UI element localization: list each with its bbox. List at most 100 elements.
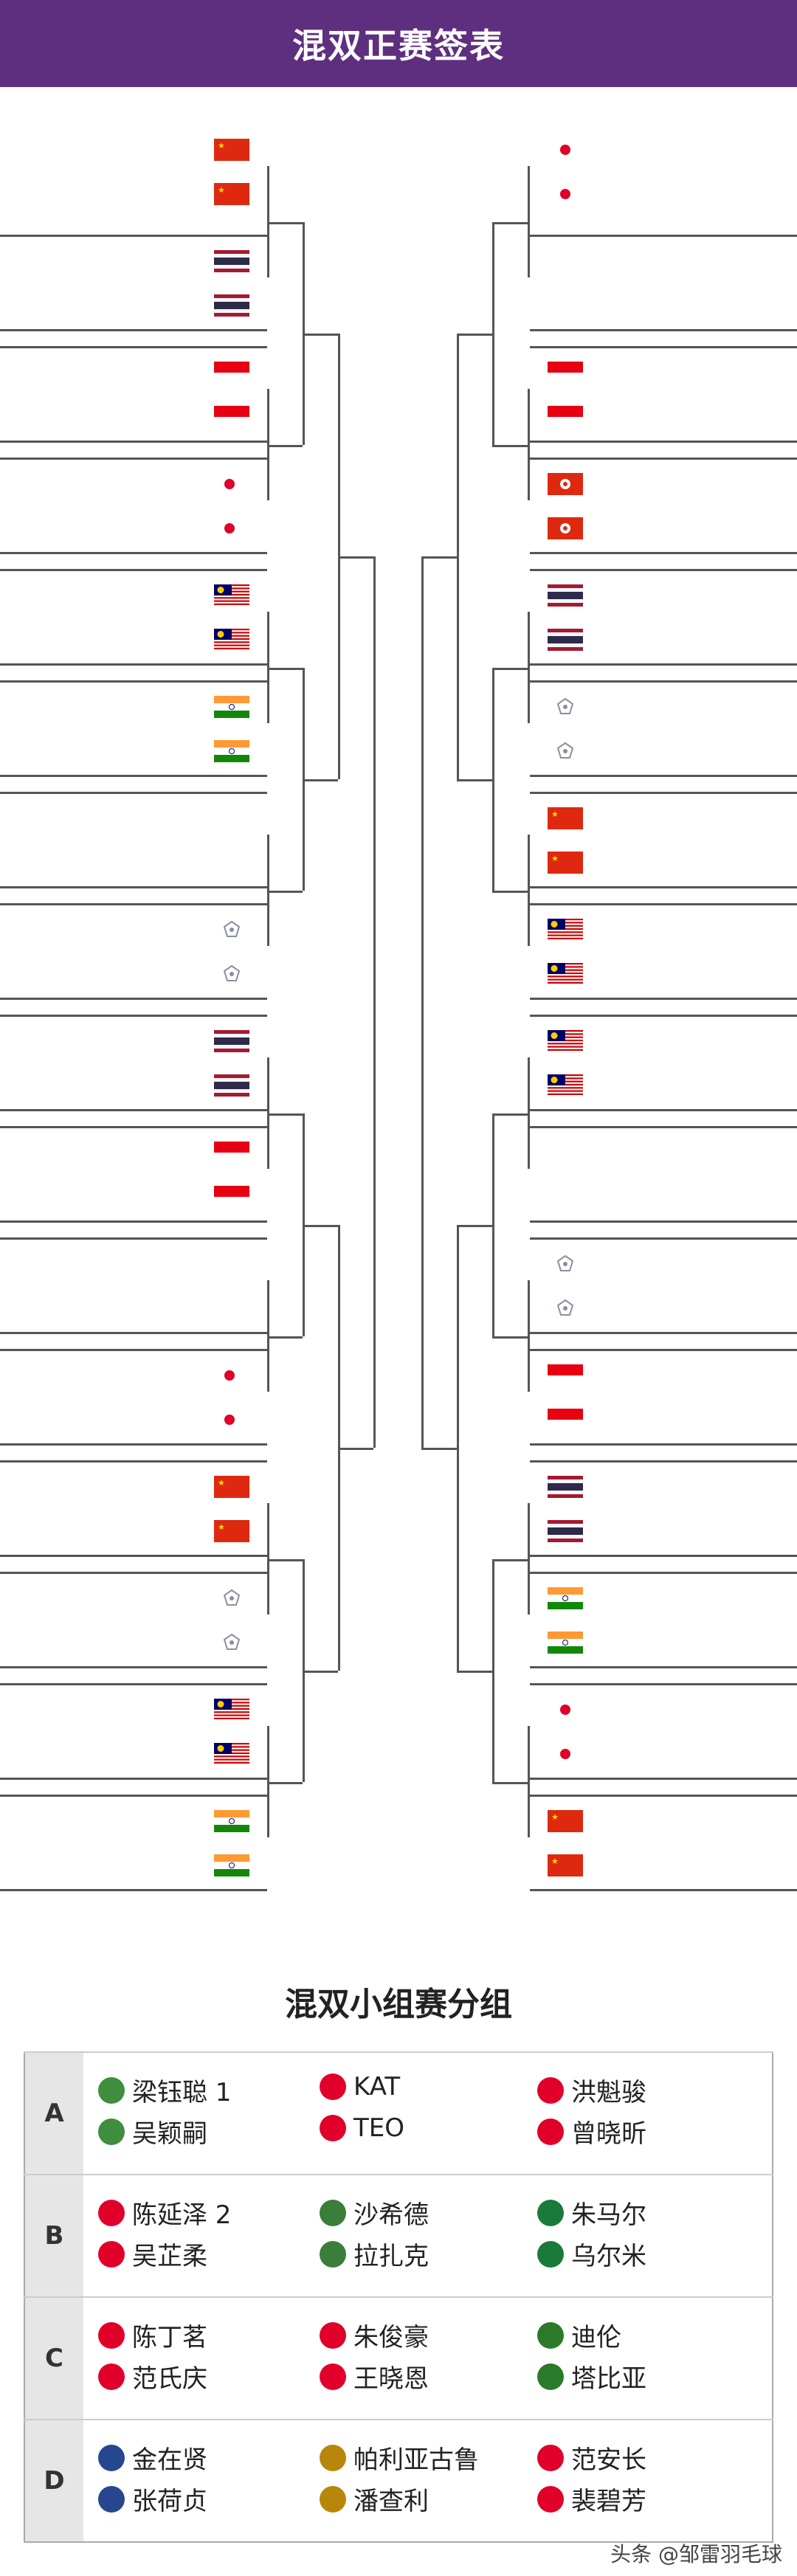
bracket-line — [0, 441, 267, 443]
japan-flag-icon — [224, 479, 235, 489]
bracket-line — [303, 333, 338, 336]
tha-flag-icon — [548, 1520, 583, 1542]
bracket-line — [528, 835, 530, 946]
country-flag-icon — [320, 2115, 346, 2141]
bracket-line — [530, 346, 797, 348]
group-pairs: 金在贤张荷贞帕利亚古鲁潘查利范安长裴碧芳 — [83, 2419, 773, 2542]
bracket-line — [303, 1224, 338, 1227]
group-player: 范氏庆 — [98, 2358, 207, 2394]
bracket-line — [530, 441, 797, 443]
ina-flag-icon — [548, 1409, 583, 1431]
country-flag-icon — [537, 2321, 564, 2349]
svg-text:★: ★ — [218, 1478, 225, 1488]
group-player-name: 金在贤 — [132, 2445, 207, 2475]
group-player: 梁钰聪 1 — [98, 2072, 231, 2108]
japan-flag-icon — [560, 189, 570, 199]
group-player: 范安长 — [537, 2439, 646, 2476]
japan-flag-icon — [560, 1705, 570, 1715]
svg-text:★: ★ — [218, 1522, 225, 1532]
group-label: B — [24, 2174, 83, 2297]
bracket-line — [530, 1666, 797, 1668]
mas-flag-icon — [214, 1743, 249, 1765]
bracket-line — [492, 221, 494, 445]
group-player: 吴颖嗣 — [98, 2113, 207, 2149]
bracket-line — [267, 1558, 303, 1561]
group-player-name: 梁钰聪 1 — [132, 2078, 232, 2107]
groups-title: 混双小组赛分组 — [285, 1986, 512, 2023]
country-flag-icon — [537, 2485, 564, 2513]
bracket-line — [267, 1781, 303, 1784]
ind-flag-icon — [548, 1587, 583, 1609]
bracket-line — [0, 1237, 267, 1240]
bracket-line — [530, 569, 797, 571]
bracket-line — [267, 667, 303, 670]
bracket-line — [530, 680, 797, 683]
group-label: D — [24, 2419, 83, 2542]
tha-flag-icon — [214, 250, 249, 272]
ind-flag-icon — [214, 1810, 249, 1832]
bracket-line — [0, 346, 267, 348]
group-player-name: 拉扎克 — [353, 2242, 429, 2271]
group-player-name: 迪伦 — [571, 2323, 621, 2352]
tpe-flag-icon — [214, 1631, 249, 1654]
footer-credit: 头条 @邹雷羽毛球 — [610, 2542, 782, 2566]
group-player: 帕利亚古鲁 — [320, 2439, 479, 2476]
country-flag-icon — [320, 2240, 346, 2268]
tha-flag-icon — [548, 584, 583, 607]
group-player: 朱马尔 — [537, 2195, 646, 2231]
bracket-line — [530, 1555, 797, 1557]
bracket-line — [0, 903, 267, 905]
country-flag-icon — [320, 2363, 346, 2390]
ina-flag-icon — [214, 406, 249, 428]
bracket-line — [492, 1558, 494, 1782]
tha-flag-icon — [214, 1030, 249, 1052]
group-player: 陈延泽 2 — [98, 2195, 231, 2231]
group-player-name: 王晓恩 — [353, 2364, 429, 2394]
bracket-line — [457, 1670, 492, 1673]
country-flag-icon — [98, 2321, 125, 2349]
bracket-line — [492, 667, 494, 891]
bracket-line — [492, 1781, 528, 1784]
bracket-line — [492, 890, 528, 893]
bracket-line — [528, 1280, 530, 1392]
tpe-flag-icon — [548, 740, 583, 762]
bracket-line — [0, 1109, 267, 1111]
group-pairs: 陈丁茗范氏庆朱俊豪王晓恩迪伦塔比亚 — [83, 2296, 773, 2420]
bracket-line — [0, 1778, 267, 1780]
bracket-line — [530, 1109, 797, 1111]
chn-flag-icon: ★ — [548, 807, 583, 829]
tpe-flag-icon — [214, 919, 249, 941]
chn-flag-icon: ★ — [214, 183, 249, 205]
bracket-line — [338, 1447, 373, 1450]
bracket-line — [421, 556, 457, 559]
bracket-line — [267, 890, 303, 893]
bracket-line — [530, 1443, 797, 1446]
country-flag-icon — [537, 2118, 564, 2145]
bracket-line — [528, 1726, 530, 1837]
ind-flag-icon — [214, 1854, 249, 1876]
bracket-line — [303, 1670, 338, 1673]
group-player-name: TEO — [353, 2113, 405, 2143]
country-flag-icon — [320, 2444, 346, 2471]
bracket-line — [530, 1778, 797, 1780]
tpe-flag-icon — [548, 1253, 583, 1275]
japan-flag-icon — [224, 523, 235, 533]
bracket-line — [530, 1015, 797, 1017]
bracket-line — [528, 166, 530, 277]
country-flag-icon — [320, 2321, 346, 2349]
tha-flag-icon — [548, 1476, 583, 1498]
mas-flag-icon — [214, 1699, 249, 1721]
country-flag-icon — [537, 2076, 564, 2104]
svg-text:★: ★ — [551, 1857, 559, 1866]
bracket-line — [530, 775, 797, 777]
group-player-name: 范安长 — [571, 2445, 646, 2475]
group-player: 裴碧芳 — [537, 2481, 646, 2517]
bracket-line — [303, 778, 338, 781]
group-player: 迪伦 — [537, 2317, 621, 2353]
bracket-line — [530, 1332, 797, 1334]
tpe-flag-icon — [214, 963, 249, 985]
bracket-line — [530, 1126, 797, 1128]
